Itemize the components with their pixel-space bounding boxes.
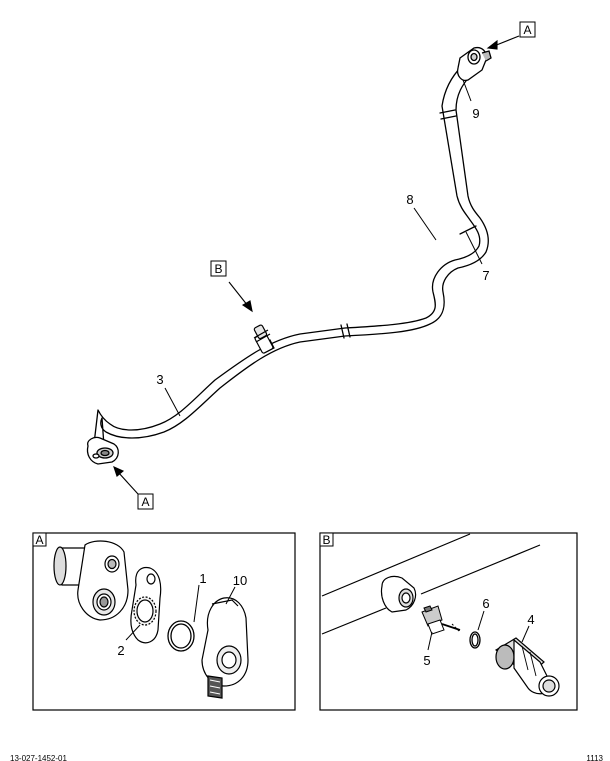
revision-code: 1113: [586, 754, 603, 761]
detail-a-oring: [167, 620, 195, 652]
callout-5: 5: [423, 653, 430, 668]
tube-assembly: [93, 65, 489, 447]
figure-code: 13-027-1452-01: [10, 754, 67, 761]
marker-text: B: [214, 262, 222, 276]
tube-outline-upper: [93, 65, 481, 445]
detail-a-tube: [53, 540, 129, 621]
sleeve-band-mid: [340, 324, 345, 339]
top-fitting: [456, 46, 492, 82]
detail-b-tube: [321, 533, 541, 635]
tube-outline-lower: [100, 75, 489, 447]
sleeve-band-top-2: [440, 115, 457, 120]
detail-b-port: [380, 575, 417, 613]
callout-8: 8: [406, 192, 413, 207]
leader-9: [462, 79, 472, 102]
sleeve-band-top: [439, 109, 456, 114]
detail-b-leaders: [427, 610, 530, 651]
detail-b-valve-core: [421, 605, 461, 635]
callout-2: 2: [117, 643, 124, 658]
leader-lines: [164, 79, 483, 417]
view-arrows: [113, 35, 520, 495]
callout-10: 10: [233, 573, 247, 588]
bottom-fitting: [86, 436, 119, 465]
leader-8: [413, 207, 437, 241]
detail-a-label: A: [35, 533, 43, 547]
callout-1: 1: [199, 571, 206, 586]
sleeve-band-mid-2: [346, 323, 351, 338]
marker-text: A: [523, 23, 531, 37]
service-port-fitting: [253, 324, 275, 354]
detail-b-oring: [469, 631, 481, 649]
callout-7: 7: [482, 268, 489, 283]
detail-b-cap: [494, 637, 560, 697]
callout-9: 9: [472, 106, 479, 121]
view-marker-bottom-a: A: [137, 493, 154, 510]
leader-3: [164, 387, 181, 417]
leader-7: [465, 231, 483, 265]
detail-a-leaders: [125, 584, 236, 641]
view-marker-mid-b: B: [210, 260, 227, 277]
callout-6: 6: [482, 596, 489, 611]
detail-a-gasket: [130, 566, 162, 644]
marker-text: A: [141, 495, 149, 509]
view-marker-top-a: A: [519, 21, 536, 38]
callout-4: 4: [527, 612, 534, 627]
sleeve-band-bend: [459, 225, 477, 235]
detail-a-cap: [201, 597, 249, 699]
callout-3: 3: [156, 372, 163, 387]
detail-view-a: A: [32, 532, 296, 711]
detail-b-label: B: [322, 533, 330, 547]
detail-view-b: B: [319, 532, 578, 711]
